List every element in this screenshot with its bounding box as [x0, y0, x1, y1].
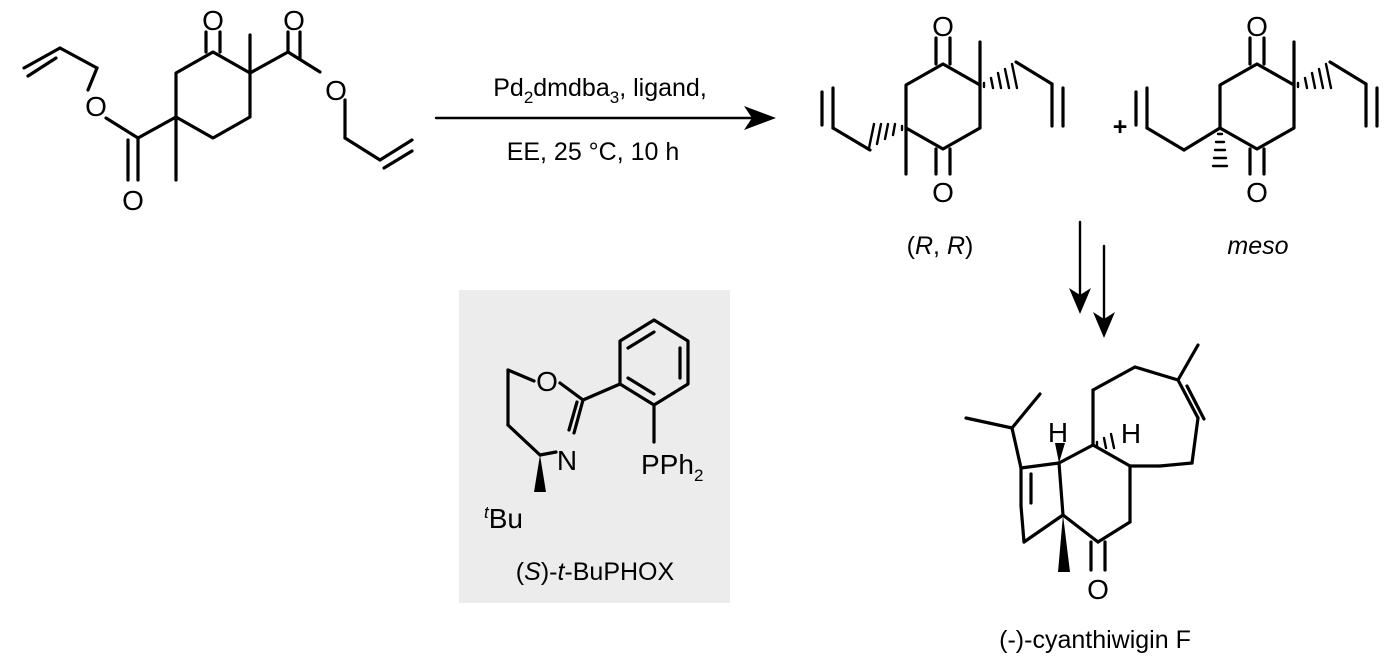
- product-rr-label: (R, R): [907, 232, 974, 260]
- target-name: (-)-cyanthiwigin F: [999, 626, 1191, 654]
- ligand-tbu: tBu: [484, 503, 523, 534]
- meso-ring: [1218, 62, 1296, 151]
- target-h2: H: [1121, 418, 1141, 449]
- reaction-conditions-top: Pd2dmdba3, ligand,: [493, 74, 707, 107]
- sm-ester-o-left: O: [85, 91, 107, 122]
- sm-ester-o-right: O: [325, 75, 347, 106]
- meso-hash-bond-right: [1296, 62, 1333, 90]
- reaction-conditions-bottom: EE, 25 °C, 10 h: [507, 138, 680, 166]
- meso-hash-bond-methyl: [1211, 132, 1229, 168]
- starting-material: O O O O O: [22, 5, 414, 216]
- product-meso: O O: [1134, 11, 1379, 208]
- rr-ring: [904, 62, 982, 151]
- ligand-structure: O N PPh2 tBu: [484, 318, 703, 534]
- sm-ring: [174, 50, 252, 140]
- sm-ester-o-right-carbonyl: O: [283, 5, 305, 36]
- target-ketone-o: O: [1087, 574, 1109, 605]
- product-meso-label: meso: [1227, 232, 1288, 260]
- target-hash-h2: [1095, 432, 1116, 450]
- product-rr: O O: [820, 11, 1065, 208]
- rr-ketone-o-top: O: [932, 11, 954, 42]
- sm-ester-o-left-carbonyl: O: [122, 185, 144, 216]
- rr-ketone-o-bottom: O: [932, 177, 954, 208]
- ligand-oxazoline-o: O: [536, 366, 558, 397]
- target-wedge-h1: [1055, 443, 1065, 463]
- rr-hash-bond-right: [982, 62, 1019, 90]
- ligand-box: [459, 290, 730, 603]
- target-wedge-methyl: [1058, 515, 1070, 572]
- ligand-pph2: PPh2: [641, 449, 703, 485]
- ligand-name: (S)-t-BuPHOX: [516, 558, 675, 586]
- rr-hash-bond-left: [867, 122, 904, 150]
- multistep-arrow: [1069, 220, 1115, 338]
- target-h1: H: [1048, 417, 1068, 448]
- ligand-wedge-bond: [534, 455, 546, 492]
- meso-ketone-o-top: O: [1246, 11, 1268, 42]
- meso-ketone-o-bottom: O: [1246, 177, 1268, 208]
- ligand-oxazoline-n: N: [557, 445, 577, 476]
- plus-sign: +: [1113, 113, 1128, 141]
- sm-ketone-o: O: [202, 5, 224, 36]
- target-structure: H H O: [964, 343, 1206, 605]
- reaction-arrow: [434, 106, 776, 130]
